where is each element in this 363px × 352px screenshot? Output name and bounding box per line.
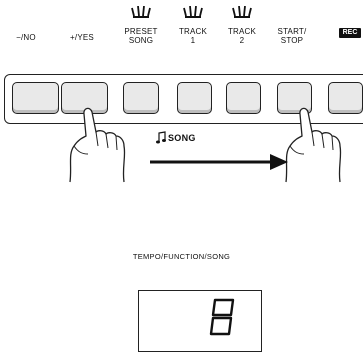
lamp-lit-icon — [232, 5, 252, 18]
song-label: SONG — [168, 133, 196, 143]
track2-label: TRACK 2 — [227, 27, 257, 45]
seven-segment-digit — [209, 298, 235, 336]
right-arrow-icon — [150, 154, 288, 170]
rec-button[interactable] — [328, 82, 363, 114]
start-stop-label: START/ STOP — [277, 27, 307, 45]
track1-button[interactable] — [177, 82, 212, 114]
display-title: TEMPO/FUNCTION/SONG — [132, 252, 231, 261]
preset-song-button[interactable] — [123, 82, 159, 114]
lamp-lit-icon — [131, 5, 151, 18]
hand-press-icon — [69, 107, 126, 183]
no-button-label: −/NO — [16, 33, 36, 42]
music-note-icon — [156, 131, 166, 144]
yes-button[interactable] — [61, 82, 108, 114]
rec-label: REC — [339, 28, 361, 38]
track2-button[interactable] — [226, 82, 261, 114]
track1-label: TRACK 1 — [178, 27, 208, 45]
preset-song-label: PRESET SONG — [124, 27, 158, 45]
led-display — [138, 290, 262, 352]
hand-press-icon — [285, 107, 342, 183]
lamp-lit-icon — [183, 5, 203, 18]
yes-button-label: +/YES — [70, 33, 94, 42]
no-button[interactable] — [12, 82, 59, 114]
